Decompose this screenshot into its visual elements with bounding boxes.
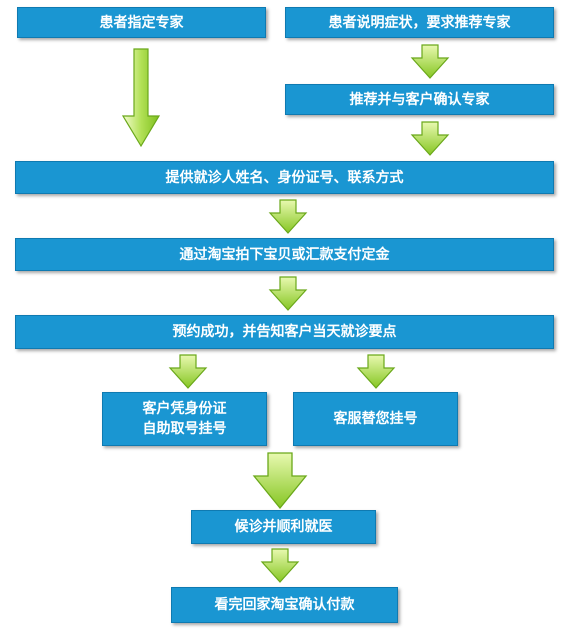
step-label: 客服替您挂号 <box>333 411 418 427</box>
step-provide-patient-info: 提供就诊人姓名、身份证号、联系方式 <box>15 161 554 194</box>
step-pay-deposit: 通过淘宝拍下宝贝或汇款支付定金 <box>15 238 554 271</box>
step-label: 患者指定专家 <box>99 14 184 31</box>
step-recommend-confirm-expert: 推荐并与客户确认专家 <box>285 84 554 115</box>
step-patient-describe-symptoms: 患者说明症状，要求推荐专家 <box>285 7 554 38</box>
step-label: 通过淘宝拍下宝贝或汇款支付定金 <box>179 246 390 263</box>
step-self-register: 客户凭身份证 自助取号挂号 <box>102 392 267 446</box>
step-booking-success: 预约成功，并告知客户当天就诊要点 <box>15 315 554 349</box>
step-label: 预约成功，并告知客户当天就诊要点 <box>172 324 397 340</box>
step-label: 推荐并与客户确认专家 <box>349 91 490 108</box>
down-arrow-icon <box>410 121 450 156</box>
down-arrow-icon <box>268 199 308 234</box>
down-arrow-icon <box>168 354 208 389</box>
step-service-register: 客服替您挂号 <box>293 392 458 446</box>
step-label-line: 自助取号挂号 <box>142 421 227 437</box>
step-label: 候诊并顺利就医 <box>234 519 333 535</box>
step-confirm-payment: 看完回家淘宝确认付款 <box>171 587 398 623</box>
step-label-line: 客户凭身份证 <box>142 401 227 417</box>
down-arrow-icon <box>268 276 308 311</box>
down-arrow-icon <box>356 354 396 389</box>
down-arrow-icon <box>260 548 300 583</box>
step-label: 看完回家淘宝确认付款 <box>214 597 355 613</box>
step-patient-specify-expert: 患者指定专家 <box>17 7 266 38</box>
down-arrow-icon <box>410 44 450 79</box>
step-label: 提供就诊人姓名、身份证号、联系方式 <box>165 169 404 186</box>
down-arrow-icon <box>121 48 161 148</box>
step-label: 患者说明症状，要求推荐专家 <box>328 14 511 31</box>
down-arrow-icon <box>252 452 308 510</box>
step-wait-for-visit: 候诊并顺利就医 <box>191 510 376 544</box>
